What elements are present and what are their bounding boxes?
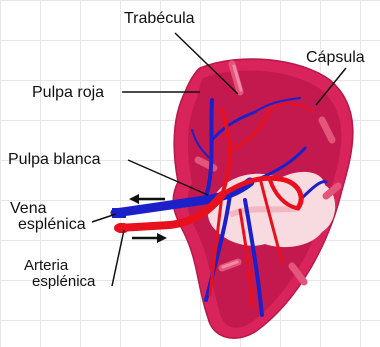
splenic-artery-stub bbox=[116, 223, 128, 233]
label-vena-esplenica-1: Vena bbox=[10, 200, 46, 217]
splenic-vein-stub bbox=[112, 208, 126, 218]
flow-arrow-in bbox=[132, 233, 167, 243]
label-capsula: Cápsula bbox=[306, 49, 365, 66]
label-pulpa-blanca: Pulpa blanca bbox=[8, 151, 101, 168]
label-arteria-esplenica-1: Arteria bbox=[24, 258, 68, 274]
label-pulpa-roja: Pulpa roja bbox=[32, 84, 104, 101]
label-vena-esplenica-2: esplénica bbox=[18, 216, 86, 233]
label-arteria-esplenica-2: esplénica bbox=[32, 274, 95, 290]
label-trabecula: Trabécula bbox=[124, 10, 195, 27]
